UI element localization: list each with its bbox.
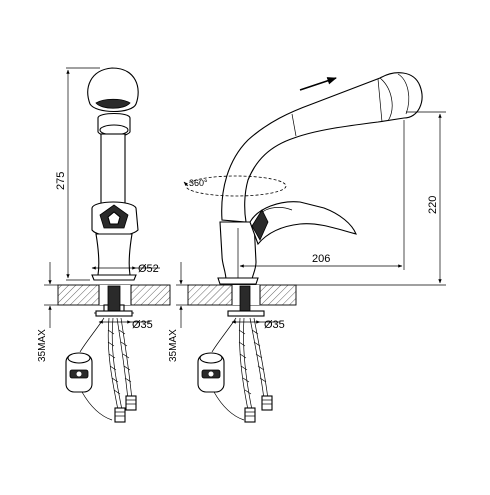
reach-206-label: 206 [312, 253, 330, 265]
diameter-35-right-label: Ø35 [264, 319, 285, 331]
rotation-ellipse-icon [185, 175, 287, 197]
side-view: 360° [168, 72, 446, 423]
height-275-label: 275 [55, 172, 67, 190]
max-thickness-right-label: 35MAX [168, 329, 179, 362]
lever-handle [249, 201, 357, 246]
max-thickness-left-label: 35MAX [37, 329, 48, 362]
arrow-right-icon [299, 77, 337, 91]
front-view: 275 Ø52 Ø35 35MAX [37, 67, 171, 423]
height-220-label: 220 [427, 196, 439, 214]
diameter-35-left-label: Ø35 [132, 319, 153, 331]
diameter-52-label: Ø52 [138, 263, 159, 275]
rotation-360-label: 360° [189, 178, 208, 188]
faucet-column [100, 133, 126, 205]
pullout-spout [221, 72, 423, 223]
